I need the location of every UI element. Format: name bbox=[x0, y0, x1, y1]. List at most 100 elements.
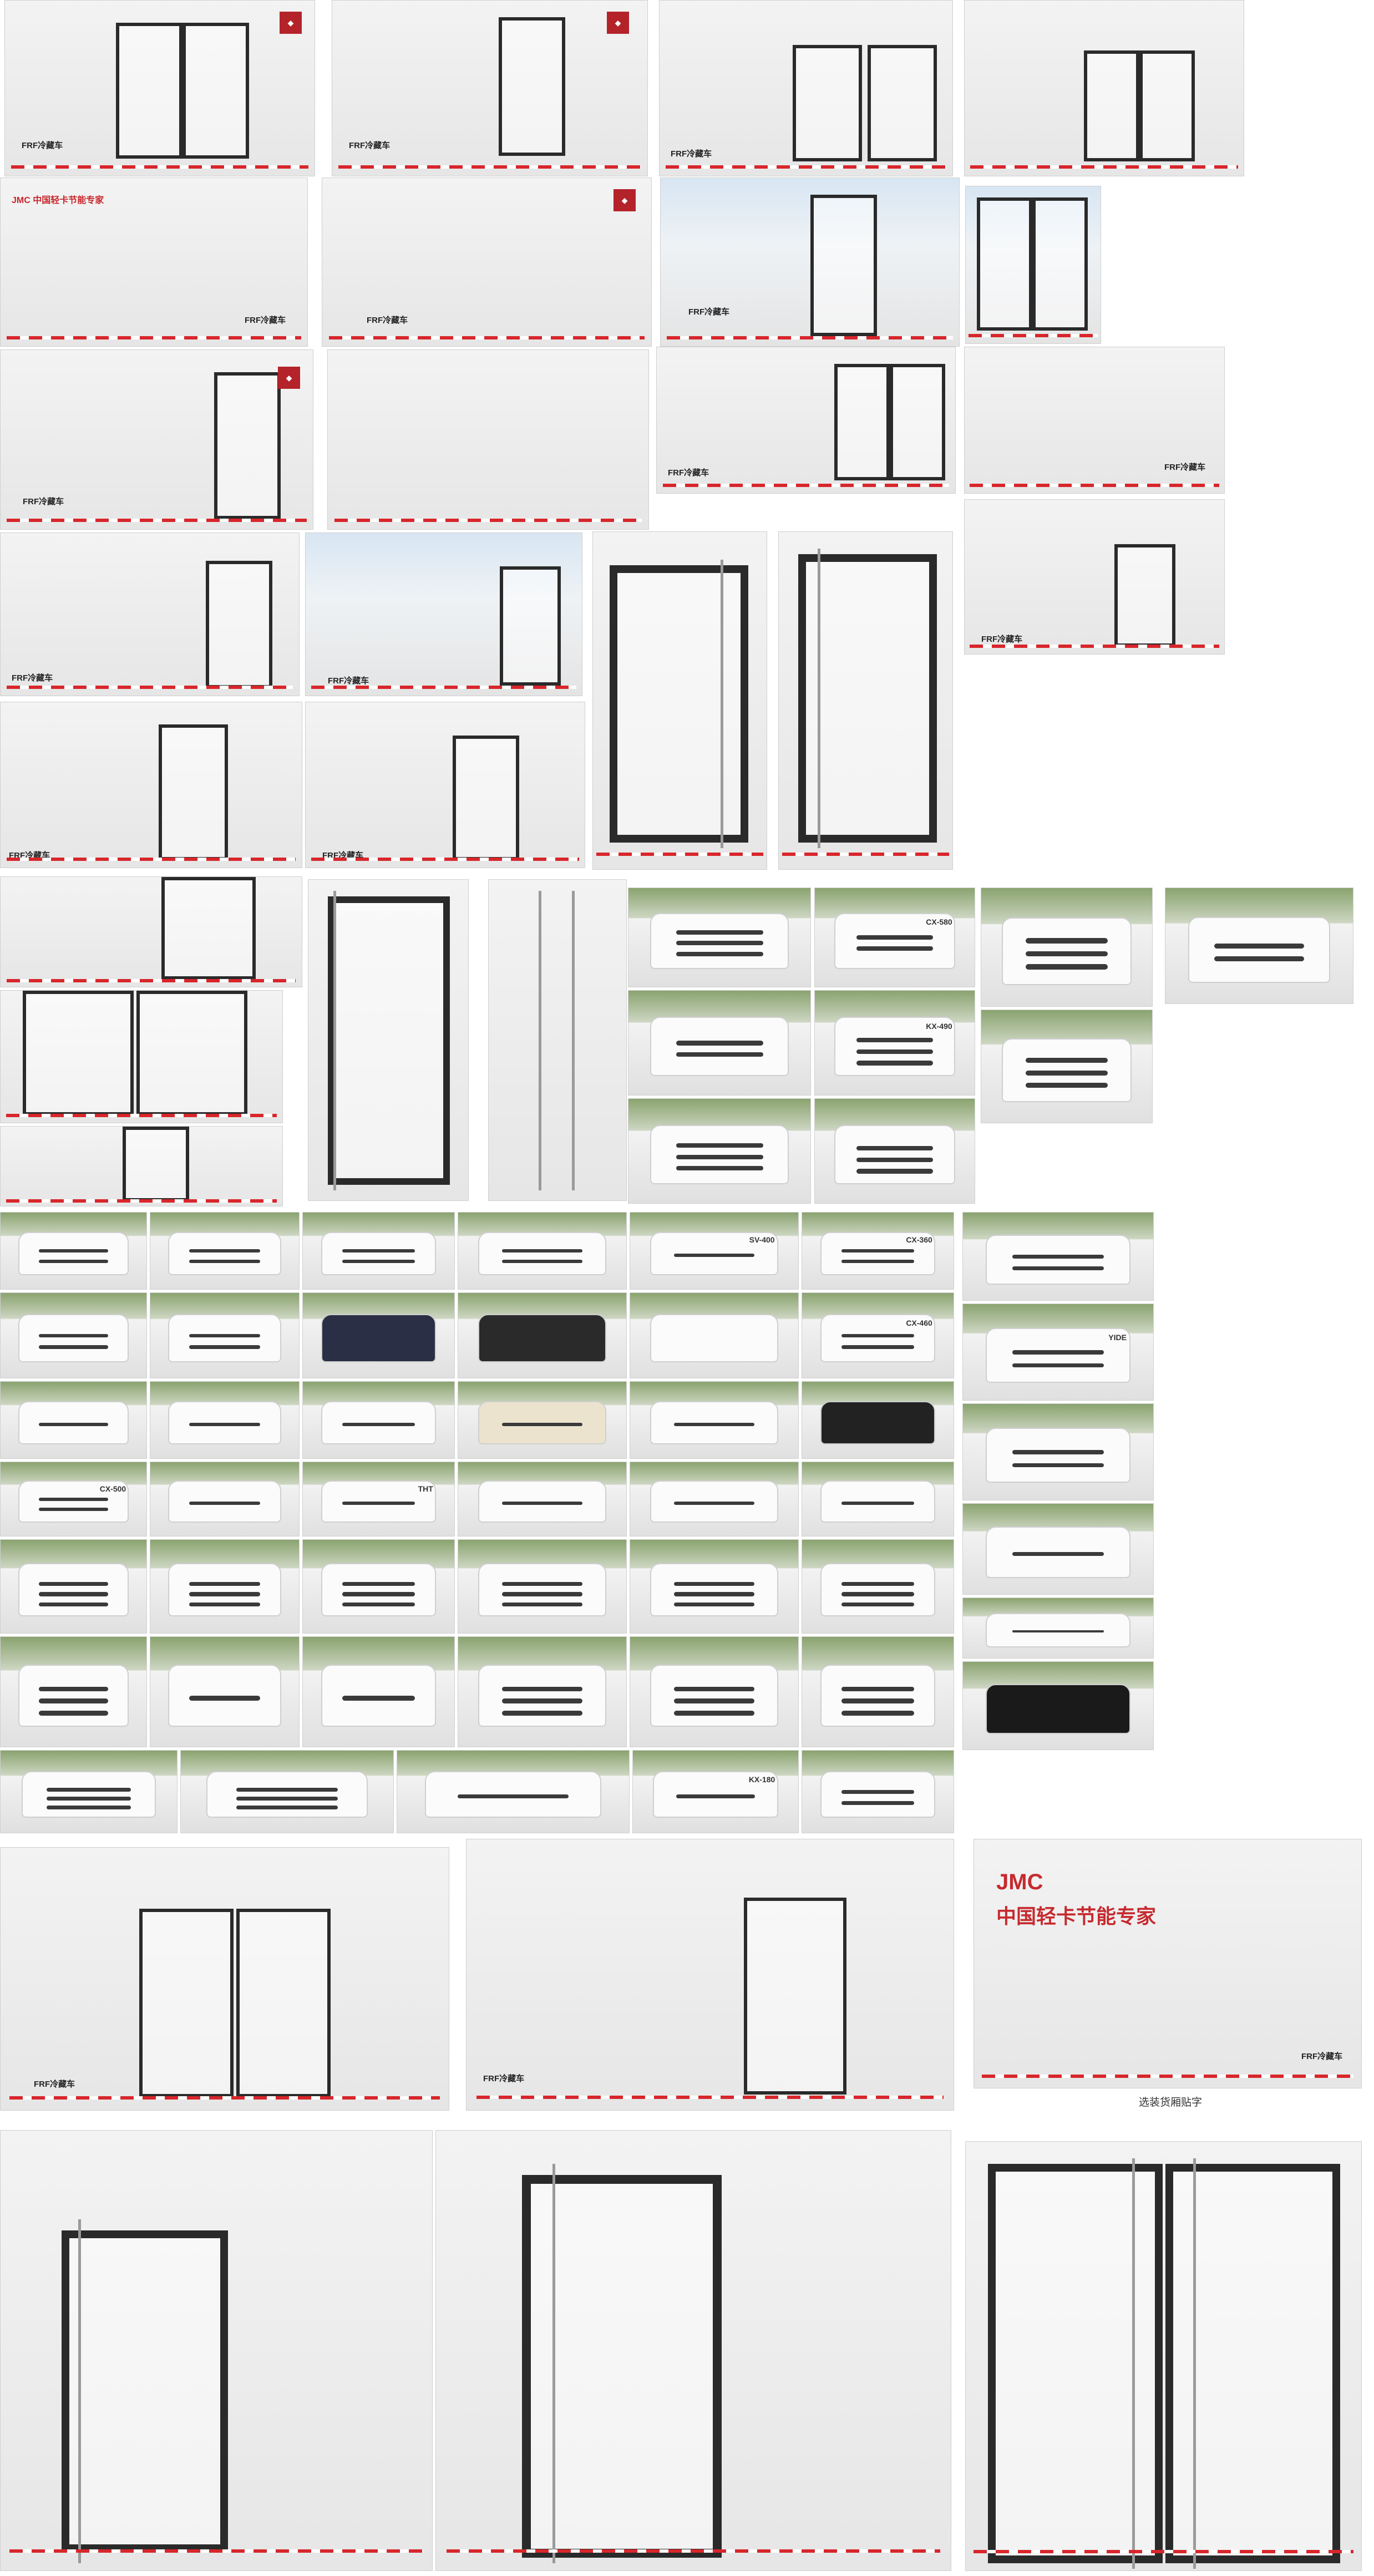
cargo-box-photo: FRF冷藏车 bbox=[0, 702, 302, 868]
lock-rod bbox=[78, 2219, 81, 2563]
cargo-door-closeup bbox=[778, 531, 953, 870]
cargo-door bbox=[139, 1909, 234, 2097]
cargo-box-photo bbox=[965, 186, 1101, 344]
refrigeration-unit-photo bbox=[802, 1750, 954, 1833]
cargo-door bbox=[1139, 50, 1195, 161]
cargo-door bbox=[1114, 544, 1175, 647]
unit-model-label: SV-400 bbox=[749, 1235, 775, 1245]
reflective-stripe bbox=[968, 333, 1098, 337]
reflective-stripe bbox=[666, 336, 954, 339]
refrigeration-unit-photo bbox=[962, 1598, 1154, 1659]
refrigeration-unit-photo bbox=[630, 1539, 799, 1634]
refrigeration-unit-photo bbox=[302, 1636, 455, 1747]
cargo-door bbox=[159, 724, 228, 860]
reflective-stripe bbox=[665, 165, 947, 169]
cargo-door bbox=[1032, 197, 1088, 331]
refrigeration-unit-photo bbox=[180, 1750, 394, 1833]
frf-label: FRF冷藏车 bbox=[367, 316, 408, 325]
reflective-stripe bbox=[6, 1199, 277, 1203]
refrigeration-unit-photo bbox=[302, 1381, 455, 1459]
reflective-stripe bbox=[970, 165, 1238, 169]
cargo-door-closeup bbox=[435, 2130, 951, 2571]
cargo-box-photo: FRF冷藏车 bbox=[656, 347, 956, 494]
refrigeration-unit-photo bbox=[630, 1462, 799, 1537]
refrigeration-unit-photo: KX-180 bbox=[632, 1750, 799, 1833]
reflective-stripe bbox=[9, 2096, 440, 2100]
reflective-stripe bbox=[7, 519, 307, 523]
lock-rod bbox=[818, 549, 820, 848]
refrigeration-unit-photo: YIDE bbox=[962, 1304, 1154, 1401]
lock-rod bbox=[572, 891, 575, 1190]
reflective-stripe bbox=[596, 852, 763, 856]
lock-rod bbox=[539, 891, 541, 1190]
refrigeration-unit-photo: CX-460 bbox=[802, 1292, 954, 1378]
cargo-door-closeup bbox=[592, 531, 767, 870]
cargo-door bbox=[62, 2230, 228, 2552]
cargo-door bbox=[1165, 2164, 1340, 2563]
refrigeration-unit-photo bbox=[628, 1098, 811, 1204]
refrigeration-unit-photo bbox=[302, 1539, 455, 1634]
refrigeration-unit-photo bbox=[981, 1010, 1153, 1123]
reflective-stripe bbox=[328, 336, 645, 339]
refrigeration-unit-photo bbox=[0, 1292, 147, 1378]
cargo-box-photo: ◆ FRF冷藏车 bbox=[322, 178, 652, 347]
cargo-box-photo: FRF冷藏车 bbox=[660, 178, 960, 347]
unit-model-label: KX-490 bbox=[926, 1022, 952, 1031]
cargo-door bbox=[123, 1127, 189, 1201]
frf-label: FRF冷藏车 bbox=[349, 141, 391, 150]
reflective-stripe bbox=[6, 858, 296, 861]
refrigeration-unit-photo bbox=[962, 1212, 1154, 1301]
frf-label: FRF冷藏车 bbox=[668, 468, 709, 478]
cargo-door bbox=[136, 991, 247, 1115]
unit-model-label: CX-360 bbox=[906, 1235, 932, 1245]
cargo-door bbox=[116, 23, 182, 159]
refrigeration-unit-photo bbox=[981, 888, 1153, 1007]
refrigeration-unit-photo bbox=[814, 1098, 975, 1204]
frf-label: FRF冷藏车 bbox=[1164, 463, 1206, 472]
cargo-box-photo: FRF冷藏车 bbox=[0, 1847, 449, 2111]
refrigeration-unit-photo bbox=[962, 1503, 1154, 1595]
jmc-slogan: 中国轻卡节能专家 bbox=[996, 1905, 1157, 1928]
cargo-door bbox=[236, 1909, 331, 2097]
cargo-box-photo: ◆ FRF冷藏车 bbox=[332, 0, 648, 176]
reflective-stripe bbox=[970, 644, 1219, 648]
cargo-door bbox=[610, 565, 748, 843]
refrigeration-unit-photo bbox=[150, 1381, 300, 1459]
refrigeration-unit-photo: SV-400 bbox=[630, 1212, 799, 1290]
cargo-box-photo: FRF冷藏车 bbox=[0, 533, 300, 696]
cargo-door-closeup bbox=[488, 879, 627, 1201]
cargo-door bbox=[453, 736, 519, 860]
refrigeration-unit-photo: CX-580 bbox=[814, 888, 975, 987]
unit-model-label: CX-460 bbox=[906, 1318, 932, 1327]
refrigeration-unit-photo bbox=[458, 1462, 627, 1537]
cargo-door-closeup bbox=[0, 2130, 433, 2571]
cargo-door bbox=[161, 877, 256, 980]
refrigeration-unit-photo bbox=[630, 1636, 799, 1747]
frf-label: FRF冷藏车 bbox=[22, 141, 63, 150]
refrigeration-unit-photo bbox=[802, 1462, 954, 1537]
cargo-door bbox=[988, 2164, 1163, 2563]
cargo-box-photo bbox=[964, 0, 1244, 176]
jmc-logo-icon: ◆ bbox=[607, 12, 629, 34]
cargo-door bbox=[214, 372, 281, 519]
refrigeration-unit-photo bbox=[458, 1636, 627, 1747]
frf-label: FRF冷藏车 bbox=[671, 149, 712, 159]
refrigeration-unit-photo bbox=[0, 1381, 147, 1459]
refrigeration-unit-photo bbox=[0, 1539, 147, 1634]
cargo-door bbox=[798, 554, 937, 843]
frf-label: FRF冷藏车 bbox=[12, 673, 53, 683]
cargo-door-closeup bbox=[965, 2141, 1362, 2571]
frf-label: FRF冷藏车 bbox=[483, 2074, 525, 2083]
unit-model-label: KX-180 bbox=[748, 1775, 775, 1784]
cargo-door bbox=[182, 23, 249, 159]
cargo-door bbox=[500, 566, 561, 686]
cargo-box-photo bbox=[0, 990, 283, 1123]
refrigeration-unit-photo bbox=[630, 1292, 799, 1378]
lock-rod bbox=[721, 560, 723, 848]
reflective-stripe bbox=[311, 858, 579, 861]
reflective-stripe bbox=[446, 2549, 941, 2553]
frf-label: FRF冷藏车 bbox=[981, 635, 1023, 644]
lock-rod bbox=[552, 2164, 555, 2563]
refrigeration-unit-photo bbox=[150, 1292, 300, 1378]
cargo-box-photo: JMC 中国轻卡节能专家 FRF冷藏车 bbox=[0, 178, 308, 347]
